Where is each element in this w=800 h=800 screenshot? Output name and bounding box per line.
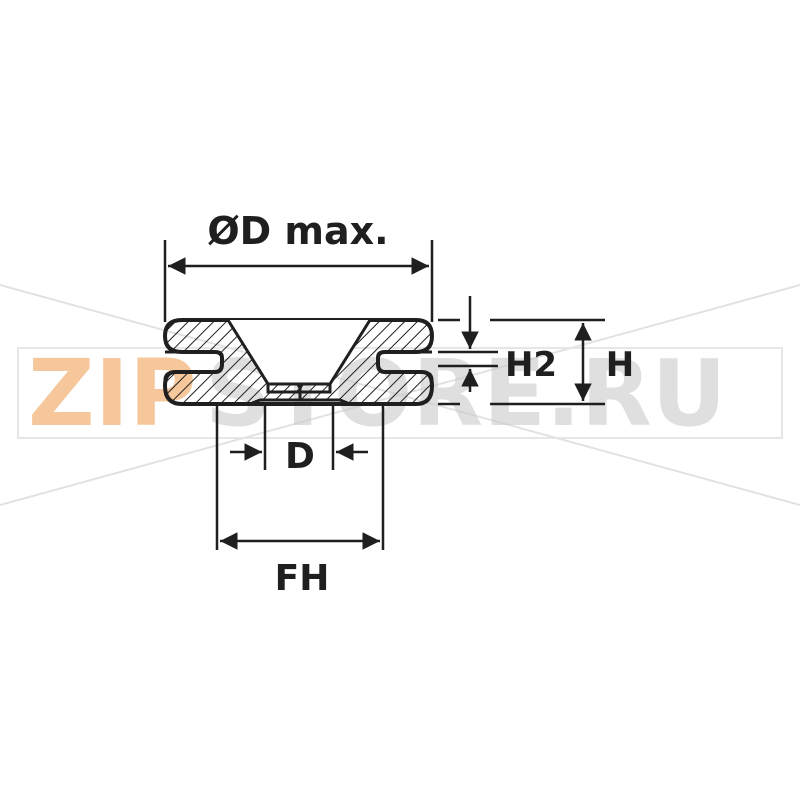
grommet-section <box>163 318 434 406</box>
grommet-bore <box>226 319 372 386</box>
inner-diameter-label: D <box>285 436 315 477</box>
hole-diameter-label: FH <box>275 558 330 599</box>
extension-lines <box>163 240 605 550</box>
dimension-lines <box>168 257 592 550</box>
total-height-label: H <box>606 345 634 385</box>
flange-height-label: H2 <box>505 345 557 385</box>
outer-diameter-label: ØD max. <box>207 209 388 253</box>
